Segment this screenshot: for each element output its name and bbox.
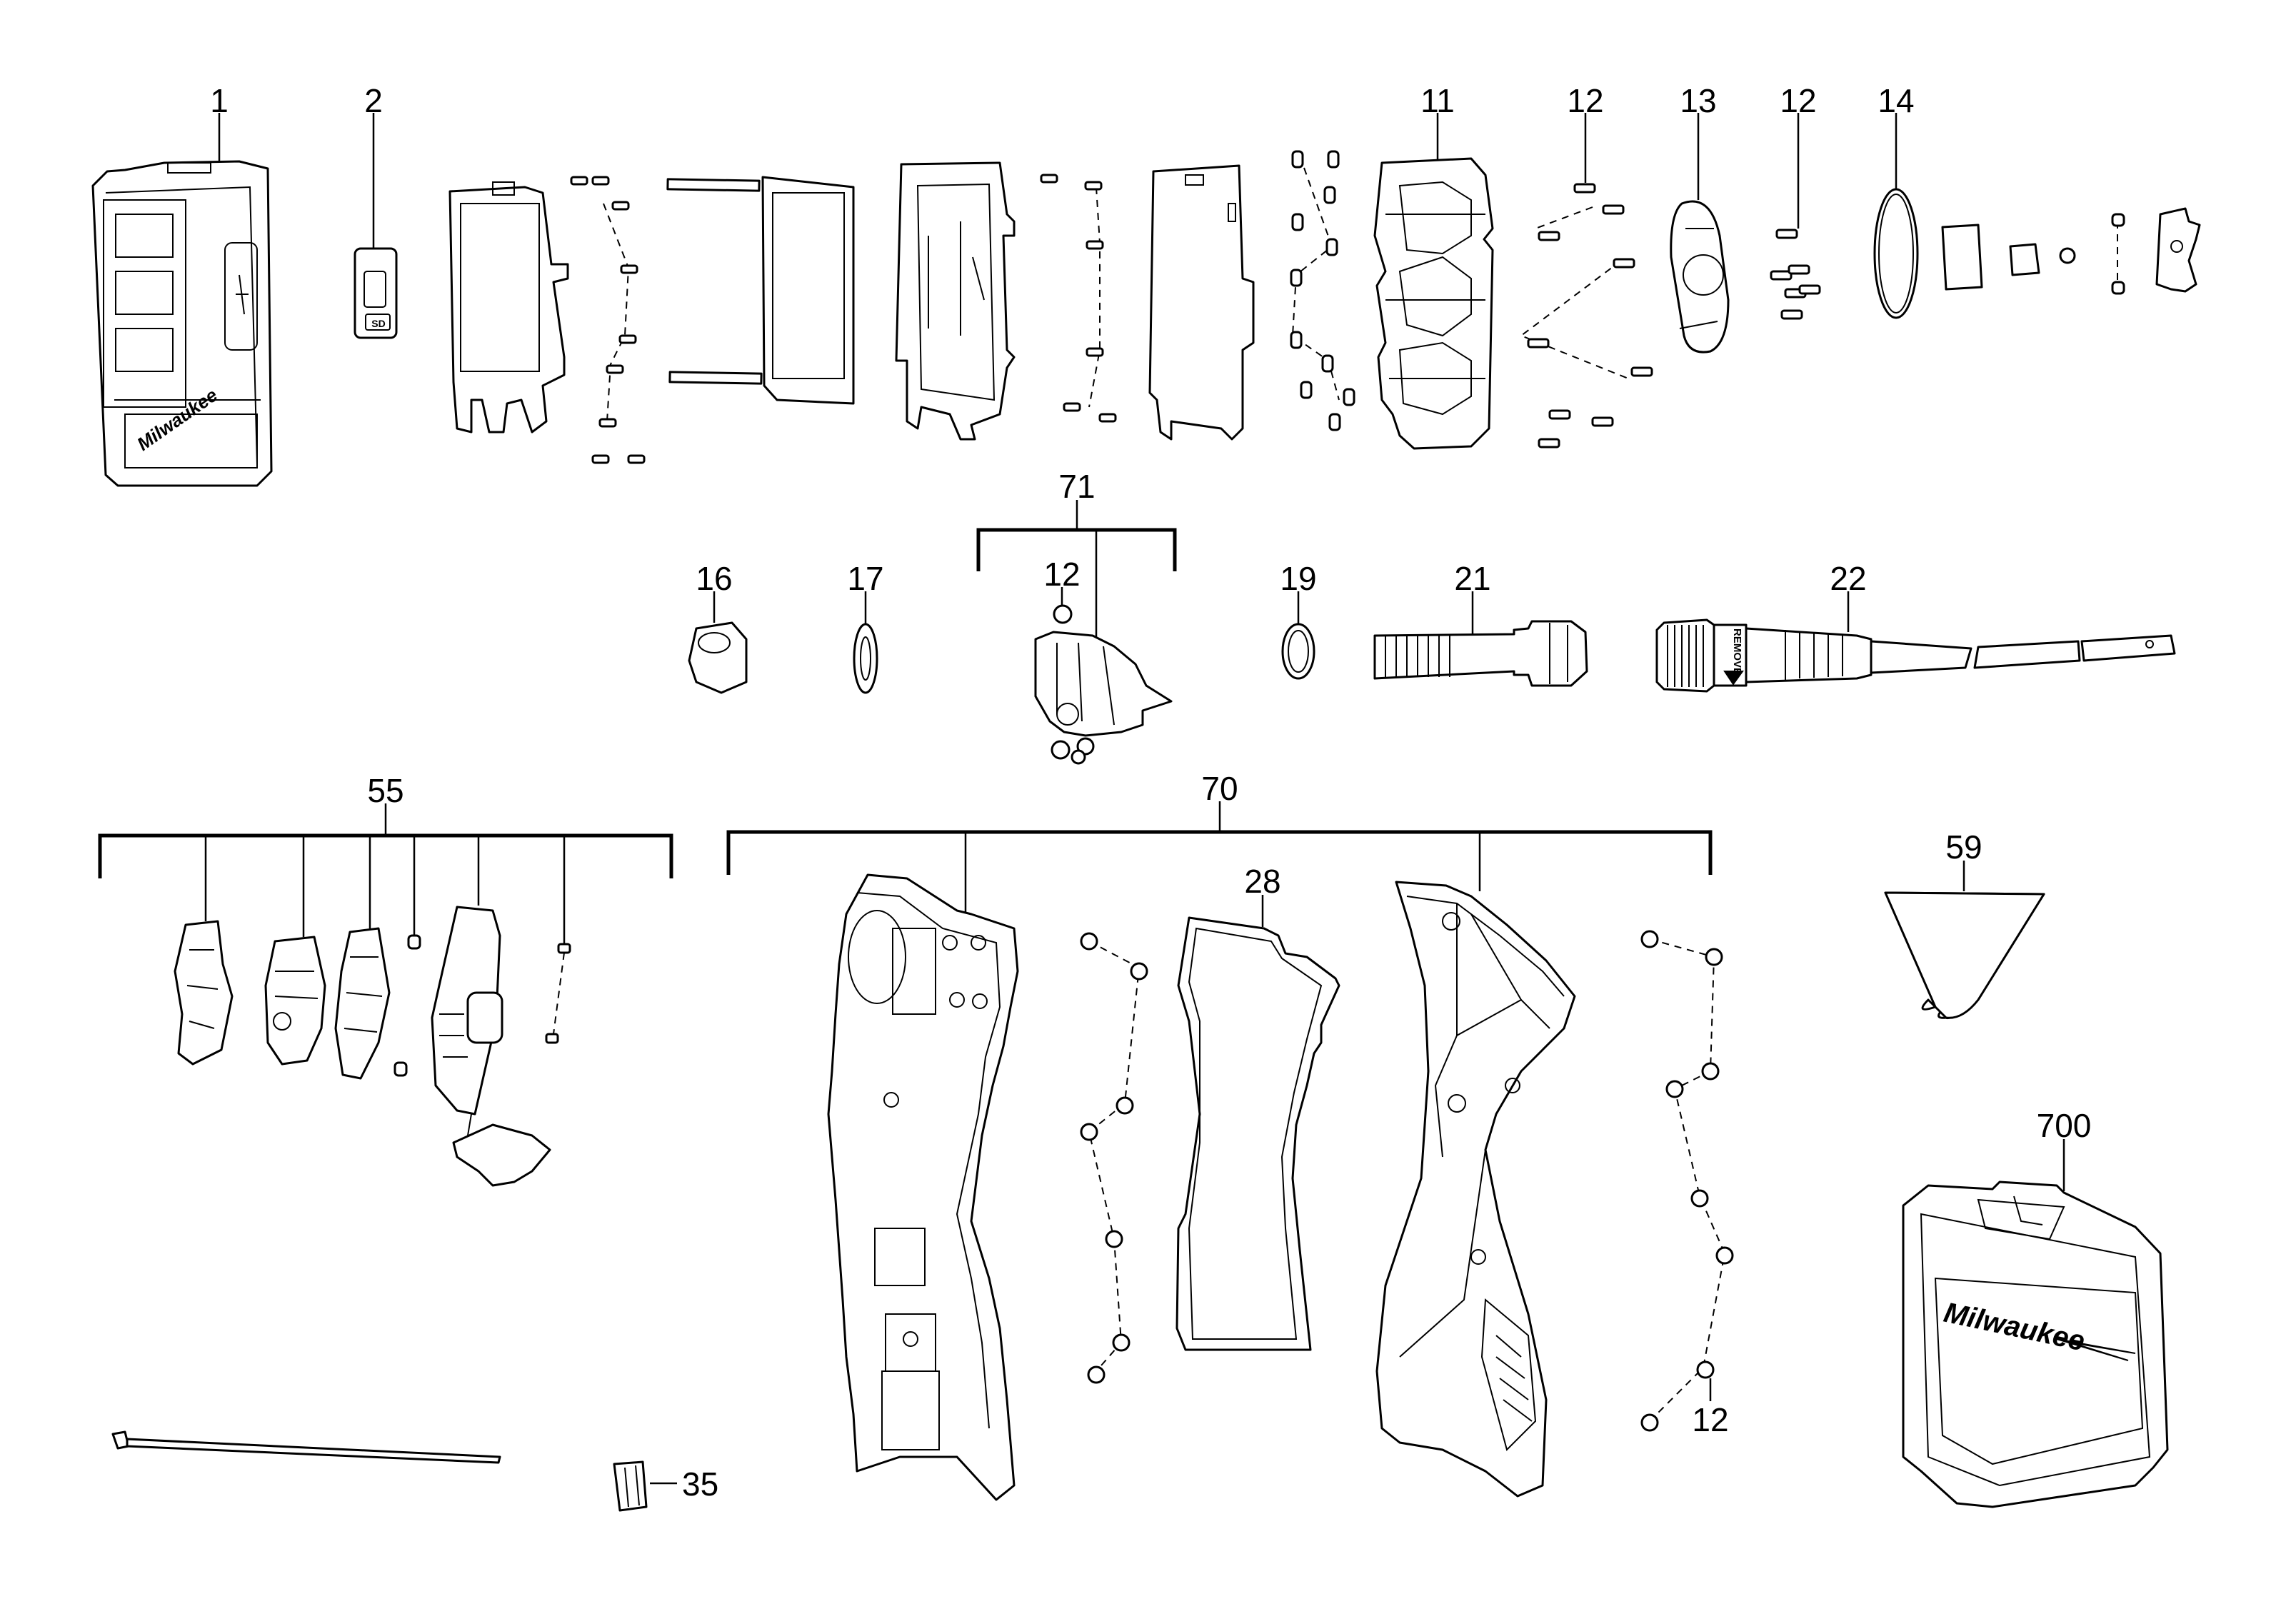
part-14-o-ring [1873,188,1919,319]
arrow-down-icon [1723,671,1744,686]
callout-label-19: 19 [1280,560,1316,597]
spacers-left [1080,932,1148,1384]
sd-card-icon [365,314,391,331]
part-59-cone [1884,891,2045,1020]
callout-label-1: 1 [210,82,229,119]
sd-card-label: SD [371,318,385,329]
callout-22: 22 [1830,560,1867,632]
callout-1: 1 [210,82,229,161]
callout-2: 2 [364,82,383,249]
callout-label-17: 17 [847,560,883,597]
callout-label-14: 14 [1878,82,1914,119]
spacers-right [1640,930,1734,1432]
bracket-55: 55 [98,772,673,944]
callout-label-71: 71 [1058,468,1095,505]
part-11-rear-cover [1373,157,1494,450]
back-plate [1148,164,1255,441]
part-28-gasket [1175,916,1340,1351]
bracket-70: 70 [726,770,1713,918]
callout-28: 28 [1244,863,1281,927]
part-12b-screws [1770,229,1821,320]
callout-700: 700 [2037,1107,2092,1191]
part-1-front-housing: Milwaukee [91,160,273,487]
callout-13: 13 [1680,82,1717,200]
callout-12d: 12 [1692,1378,1729,1438]
part-19-ring [1281,623,1315,680]
callout-label-16: 16 [696,560,732,597]
callout-label-700: 700 [2037,1107,2092,1144]
part-71-switch-assembly [1034,604,1173,765]
lcd-screen [761,176,855,405]
part-35-clip [613,1460,648,1512]
handle-half-right [1375,881,1576,1498]
callout-label-35: 35 [682,1465,718,1503]
screws-set-a [570,176,646,464]
callout-12c: 12 [1043,556,1081,606]
part-12a-screws [1519,183,1653,448]
callout-label-12a: 12 [1567,82,1603,119]
part-13-disc [1670,200,1730,354]
callout-59: 59 [1945,828,1982,891]
callout-label-12d: 12 [1692,1401,1728,1438]
callout-label-70: 70 [1201,770,1238,807]
screws-set-b [1040,174,1117,423]
handle-half-left [827,873,1019,1501]
callout-label-11: 11 [1420,82,1455,119]
callout-11: 11 [1420,82,1455,160]
callout-16: 16 [696,560,733,623]
remove-label: REMOVE [1731,628,1743,675]
part-22-camera-cable: REMOVE [1655,618,2176,693]
display-carrier [895,161,1016,441]
callout-14: 14 [1878,82,1915,189]
bracket-71: 71 [976,468,1177,646]
callout-label-55: 55 [367,772,403,809]
callout-label-22: 22 [1830,560,1866,597]
part-2-sd-card-cover: SD [354,247,398,339]
callout-12b: 12 [1780,82,1817,229]
callout-12a: 12 [1567,82,1604,183]
part-21-threaded-connector [1373,620,1588,687]
callout-19: 19 [1280,560,1317,624]
screen-frame [448,181,569,433]
callout-21: 21 [1454,560,1491,634]
callout-label-21: 21 [1454,560,1490,597]
callout-label-59: 59 [1945,828,1982,866]
cable-tie [111,1430,501,1464]
part-17-washer [853,623,878,694]
small-parts-right [1941,207,2201,295]
callout-label-12c: 12 [1043,556,1080,593]
callout-17: 17 [847,560,884,624]
callout-label-2: 2 [364,82,383,119]
callout-label-13: 13 [1680,82,1716,119]
gasket-strips [666,178,763,385]
part-16-nut [688,621,748,694]
spacers-column [1290,150,1355,431]
part-700-carrying-case: Milwaukee [1902,1181,2169,1508]
callout-label-12b: 12 [1780,82,1816,119]
part-55-pcb-assembly [174,906,571,1187]
callout-label-28: 28 [1244,863,1280,900]
callout-35: 35 [650,1465,718,1503]
